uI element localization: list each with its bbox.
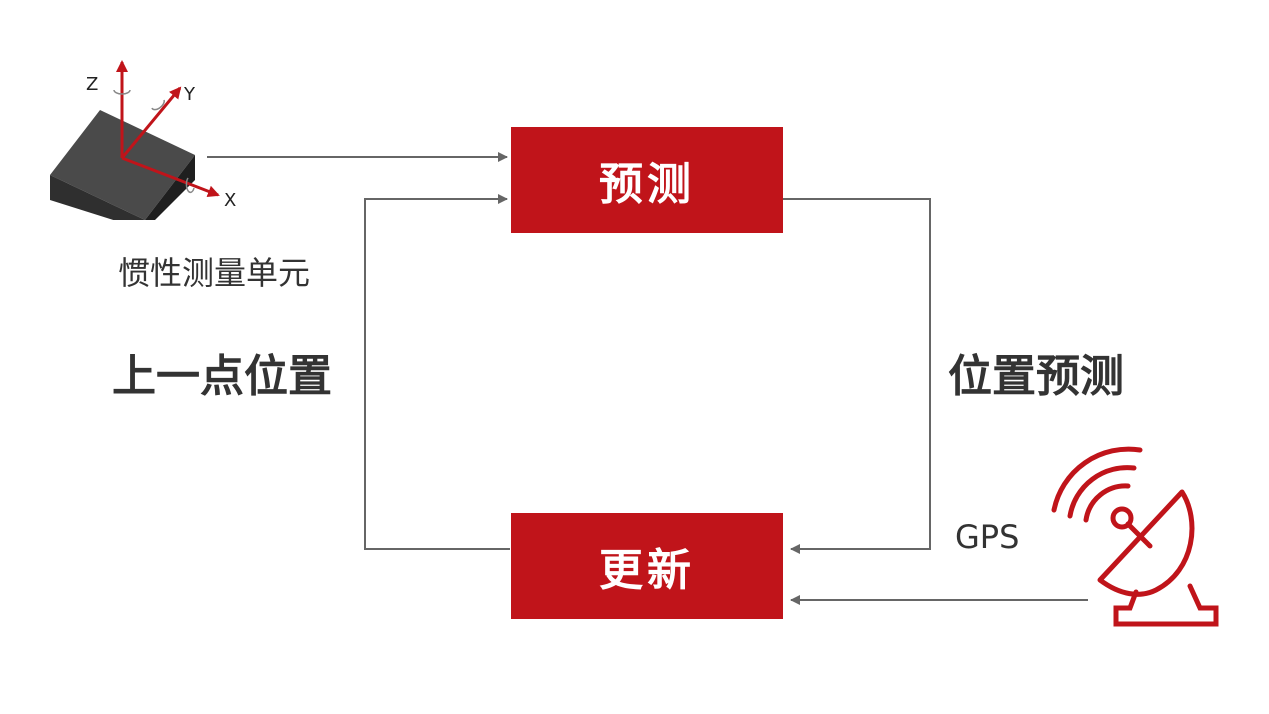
axis-z-label: Z <box>86 74 99 95</box>
predict-to-update-arrow <box>783 198 931 554</box>
prev-position-label: 上一点位置 <box>112 351 332 402</box>
predict-node: 预测 <box>511 127 783 233</box>
satellite-dish-icon <box>1051 446 1219 627</box>
axis-x-label: X <box>224 190 237 211</box>
axis-y-label: Y <box>184 84 195 105</box>
position-prediction-label: 位置预测 <box>948 351 1124 402</box>
update-to-predict-arrow <box>364 194 510 550</box>
imu-label: 惯性测量单元 <box>118 254 311 292</box>
imu-cube-icon <box>50 60 220 220</box>
update-node: 更新 <box>511 513 783 619</box>
gps-label: GPS <box>955 518 1020 556</box>
